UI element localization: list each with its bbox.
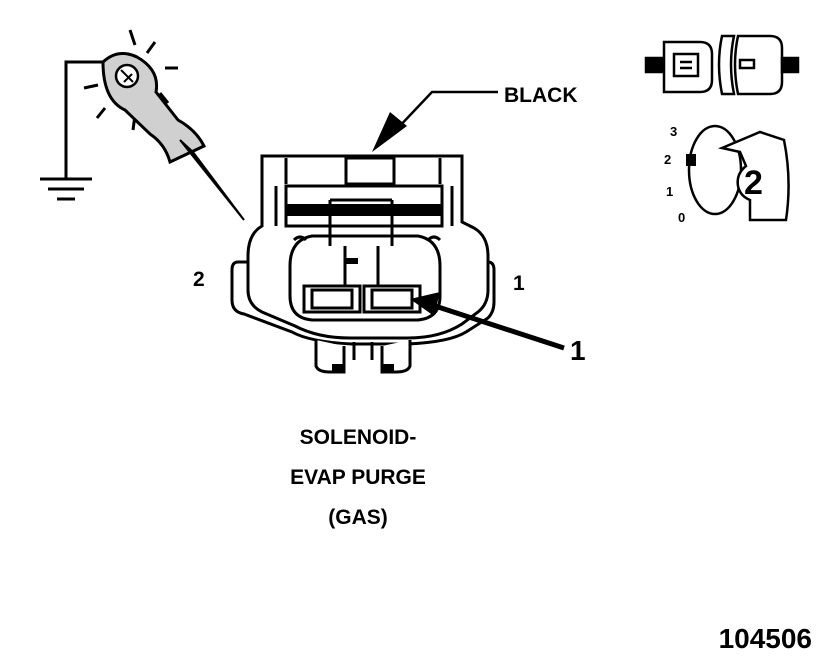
dial-position-2: 2 bbox=[664, 152, 671, 167]
caption-line-3: (GAS) bbox=[328, 506, 388, 529]
figure-number: 104506 bbox=[719, 623, 812, 654]
connector-color-label: BLACK bbox=[504, 84, 578, 107]
callout-arrow bbox=[410, 292, 565, 351]
pin-label-1: 1 bbox=[513, 272, 525, 295]
dial-position-0: 0 bbox=[678, 210, 685, 225]
color-label-leader bbox=[372, 90, 498, 152]
dial-position-3: 3 bbox=[670, 124, 677, 139]
key-position-icon: 3 2 1 0 2 bbox=[664, 124, 790, 225]
ground-symbol-icon bbox=[40, 60, 110, 201]
caption-line-2: EVAP PURGE bbox=[290, 466, 426, 489]
key-badge-number: 2 bbox=[744, 164, 763, 202]
pin-label-2: 2 bbox=[193, 268, 205, 291]
caption-line-1: SOLENOID- bbox=[300, 426, 417, 449]
test-light-probe-icon bbox=[83, 29, 245, 221]
terminal-view-icon bbox=[644, 34, 800, 96]
callout-number: 1 bbox=[570, 335, 586, 366]
dial-position-1: 1 bbox=[666, 184, 673, 199]
connector-housing bbox=[230, 154, 496, 374]
